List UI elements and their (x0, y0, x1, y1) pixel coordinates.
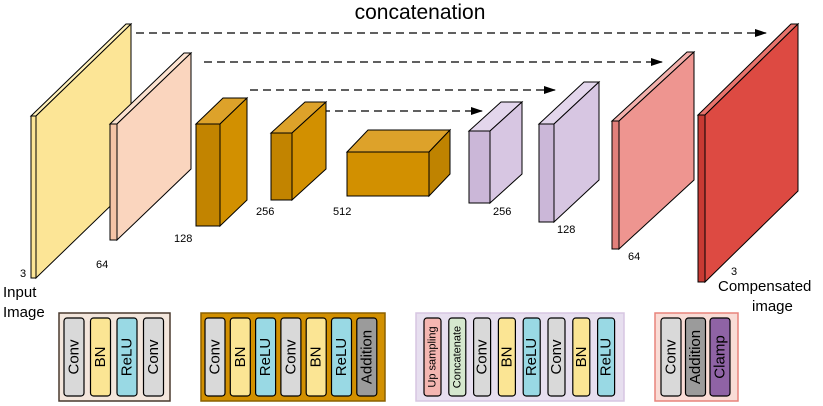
bn-block (305, 317, 327, 397)
dec2-channels-label: 128 (557, 224, 575, 236)
dec3-channels-label: 256 (493, 206, 511, 218)
conv-block (204, 317, 226, 397)
encoder-layer-64 (108, 51, 193, 242)
bn-block (229, 317, 251, 397)
enc2-channels-label: 128 (174, 233, 192, 245)
block-legend: Conv BN ReLU Conv Conv BN ReLU Conv BN ReLU Addit… (58, 312, 739, 402)
conv-block-label: Conv (66, 339, 83, 375)
output-image-layer (696, 22, 800, 284)
input-label-line1: Input (3, 284, 37, 301)
block-group-encoder: Conv BN ReLU Conv BN ReLU Addition (200, 312, 386, 402)
clamp-block (709, 317, 731, 397)
bottleneck-layer-512 (345, 128, 452, 198)
conv-block-label: Conv (474, 339, 491, 375)
relu-block-label: ReLU (257, 338, 274, 376)
output-channels-label: 3 (731, 266, 737, 278)
output-label-line2: image (752, 298, 793, 315)
relu-block (116, 317, 138, 397)
relu-block (330, 317, 353, 397)
relu-block (596, 317, 616, 397)
clamp-block-label: Clamp (712, 335, 729, 378)
addition-block-label: Addition (687, 330, 704, 384)
bn-block (572, 317, 591, 397)
output-label-line1: Compensated (718, 278, 811, 295)
input-image-layer (29, 22, 133, 280)
addition-block (684, 317, 707, 397)
bottleneck-channels-label: 512 (333, 206, 351, 218)
conv-block (63, 317, 85, 397)
relu-block-label: ReLU (333, 338, 350, 376)
bn-block-label: BN (498, 347, 515, 368)
bn-block (497, 317, 516, 397)
conv-block (660, 317, 682, 397)
bn-block-label: BN (573, 347, 590, 368)
upsampling-block-label: Up sampling (427, 326, 439, 387)
relu-block-label: ReLU (119, 338, 136, 376)
io-labels: Input Image Compensated image (3, 278, 811, 321)
enc1-channels-label: 64 (96, 259, 108, 271)
conv-block (547, 317, 566, 397)
conv-block-label: Conv (282, 339, 299, 375)
conv-block-label: Conv (207, 339, 224, 375)
skip-connections (136, 29, 767, 115)
bn-block-label: BN (232, 347, 249, 368)
concatenation-title: concatenation (355, 1, 486, 24)
concatenate-block (448, 317, 467, 397)
conv-block-label: Conv (145, 339, 162, 375)
input-layer-front (30, 115, 37, 279)
addition-block (356, 317, 378, 397)
conv-block (142, 317, 165, 397)
enc3-channels-label: 256 (256, 206, 274, 218)
channel-labels: 3 64 128 256 512 256 128 64 3 (20, 206, 737, 280)
conv-block-label: Conv (548, 339, 565, 375)
bn-block-label: BN (92, 347, 109, 368)
decoder-layer-256 (467, 100, 524, 205)
input-channels-label: 3 (20, 268, 26, 280)
relu-block (255, 317, 277, 397)
decoder-layer-128 (537, 80, 601, 224)
encoder-layer-256 (269, 100, 328, 202)
upsampling-block (423, 317, 442, 397)
relu-block (522, 317, 541, 397)
block-group-initial: Conv BN ReLU Conv (58, 312, 171, 402)
decoder-layer-64 (610, 50, 696, 251)
block-group-decoder: Up sampling Concatenate Conv BN ReLU Conv BN Re… (415, 312, 625, 402)
concatenate-block-label: Concatenate (451, 326, 463, 388)
relu-block-label: ReLU (523, 338, 540, 376)
conv-block (280, 317, 302, 397)
block-group-output: Conv Addition Clamp (654, 312, 739, 402)
input-label-line2: Image (3, 304, 45, 321)
relu-block-label: ReLU (598, 338, 615, 376)
conv-block (473, 317, 492, 397)
dec1-channels-label: 64 (628, 251, 640, 263)
conv-block-label: Conv (663, 339, 680, 375)
encoder-layer-128 (194, 96, 249, 228)
bn-block-label: BN (308, 347, 325, 368)
bn-block (89, 317, 112, 397)
addition-block-label: Addition (358, 330, 375, 384)
group-frame (415, 312, 625, 402)
